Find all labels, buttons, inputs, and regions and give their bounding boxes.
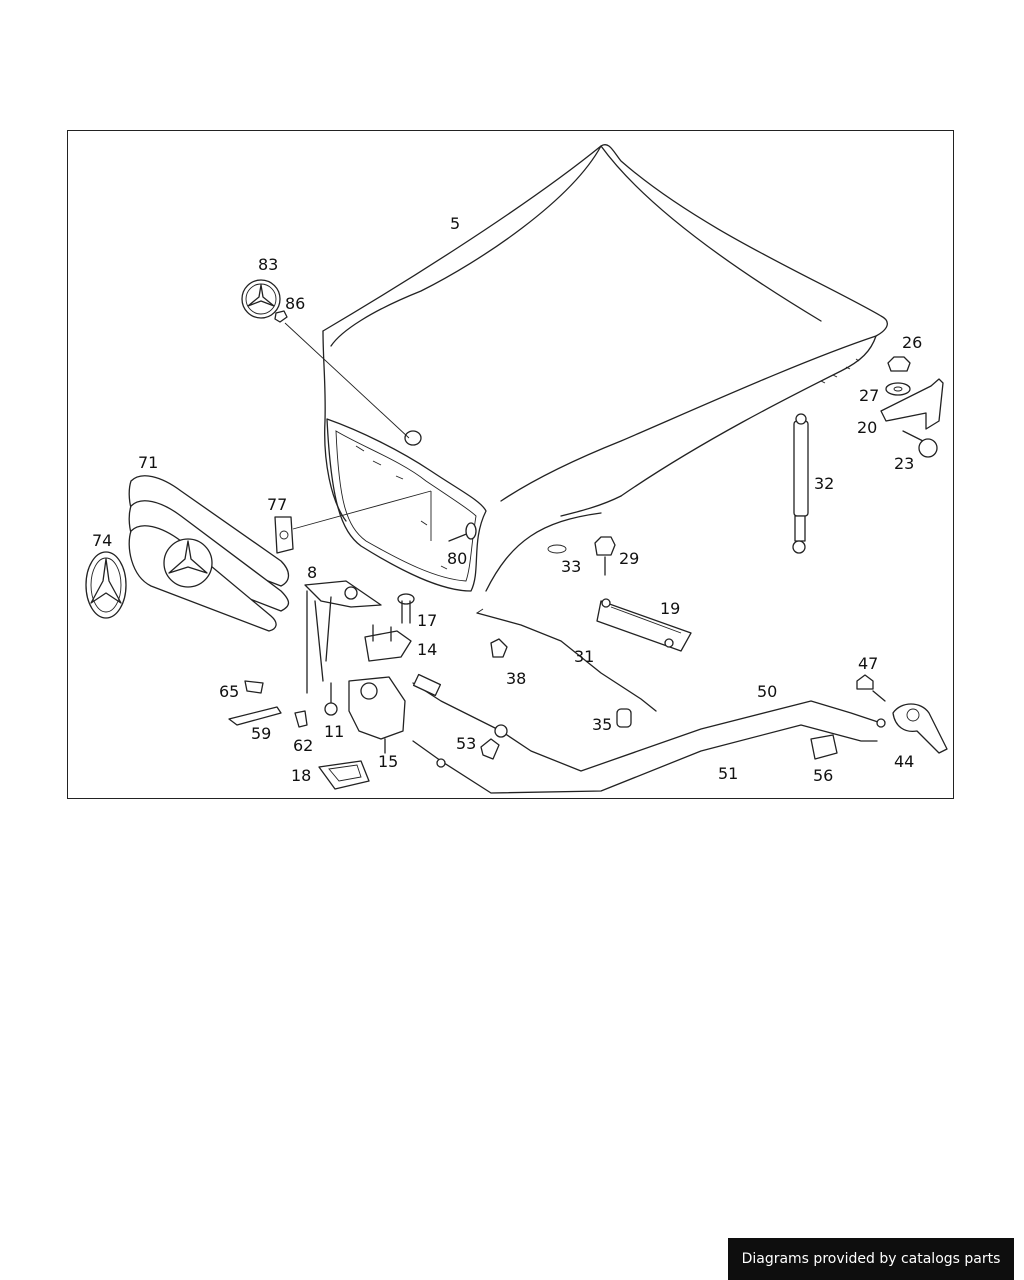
callout-11: 11	[324, 722, 344, 741]
callout-51: 51	[718, 764, 738, 783]
callout-17: 17	[417, 611, 437, 630]
hood-part	[322, 144, 888, 592]
callout-47: 47	[858, 654, 878, 673]
bolt-part-17	[397, 593, 415, 624]
screw-part-47	[856, 674, 886, 702]
callout-80: 80	[447, 549, 467, 568]
bowden-cables-50-51	[412, 673, 886, 794]
release-lever-part-44	[892, 703, 948, 754]
screw-part-80	[448, 522, 477, 542]
callout-5: 5	[450, 214, 460, 233]
callout-20: 20	[857, 418, 877, 437]
callout-86: 86	[285, 294, 305, 313]
clip-part-77	[274, 516, 294, 554]
callout-83: 83	[258, 255, 278, 274]
callout-56: 56	[813, 766, 833, 785]
plug-part-33	[547, 544, 567, 554]
holder-part-56	[810, 734, 838, 760]
release-cable-part-31	[476, 608, 657, 712]
hood-lock-part-15	[348, 676, 406, 754]
exploded-parts-diagram: 5 83 86 26 27 20 23 32 71 77 74 80 33 29…	[85, 144, 948, 794]
callout-77: 77	[267, 495, 287, 514]
callout-29: 29	[619, 549, 639, 568]
callout-27: 27	[859, 386, 879, 405]
radiator-grille-part-71	[128, 475, 290, 632]
callout-50: 50	[757, 682, 777, 701]
callout-8: 8	[307, 563, 317, 582]
callout-31: 31	[574, 647, 594, 666]
screw-part-11	[324, 682, 338, 716]
bracket-part-19	[596, 598, 692, 652]
front-star-part-74	[85, 551, 127, 619]
callout-53: 53	[456, 734, 476, 753]
grommet-part-35	[616, 708, 632, 728]
handle-part-18	[318, 760, 370, 790]
star-emblem-part-83	[241, 279, 288, 323]
callout-71: 71	[138, 453, 158, 472]
callout-65: 65	[219, 682, 239, 701]
lock-carrier-part-8	[304, 580, 382, 694]
hinge-parts	[880, 356, 944, 458]
callout-23: 23	[894, 454, 914, 473]
callout-19: 19	[660, 599, 680, 618]
clip-part-53	[480, 738, 500, 760]
gas-strut-part-32	[792, 413, 809, 554]
parts-diagram-frame: 5 83 86 26 27 20 23 32 71 77 74 80 33 29…	[67, 130, 954, 799]
callout-35: 35	[592, 715, 612, 734]
callout-labels: 5 83 86 26 27 20 23 32 71 77 74 80 33 29…	[92, 214, 922, 785]
callout-14: 14	[417, 640, 437, 659]
watermark-banner: Diagrams provided by catalogs parts	[728, 1238, 1014, 1280]
bracket-part-14	[364, 624, 412, 662]
buffer-part-29	[594, 536, 616, 576]
callout-62: 62	[293, 736, 313, 755]
callout-59: 59	[251, 724, 271, 743]
callout-26: 26	[902, 333, 922, 352]
callout-32: 32	[814, 474, 834, 493]
leader-lines	[284, 322, 432, 541]
callout-18: 18	[291, 766, 311, 785]
callout-38: 38	[506, 669, 526, 688]
callout-74: 74	[92, 531, 112, 550]
callout-33: 33	[561, 557, 581, 576]
callout-44: 44	[894, 752, 914, 771]
small-parts-65-59-62	[228, 680, 308, 728]
callout-15: 15	[378, 752, 398, 771]
